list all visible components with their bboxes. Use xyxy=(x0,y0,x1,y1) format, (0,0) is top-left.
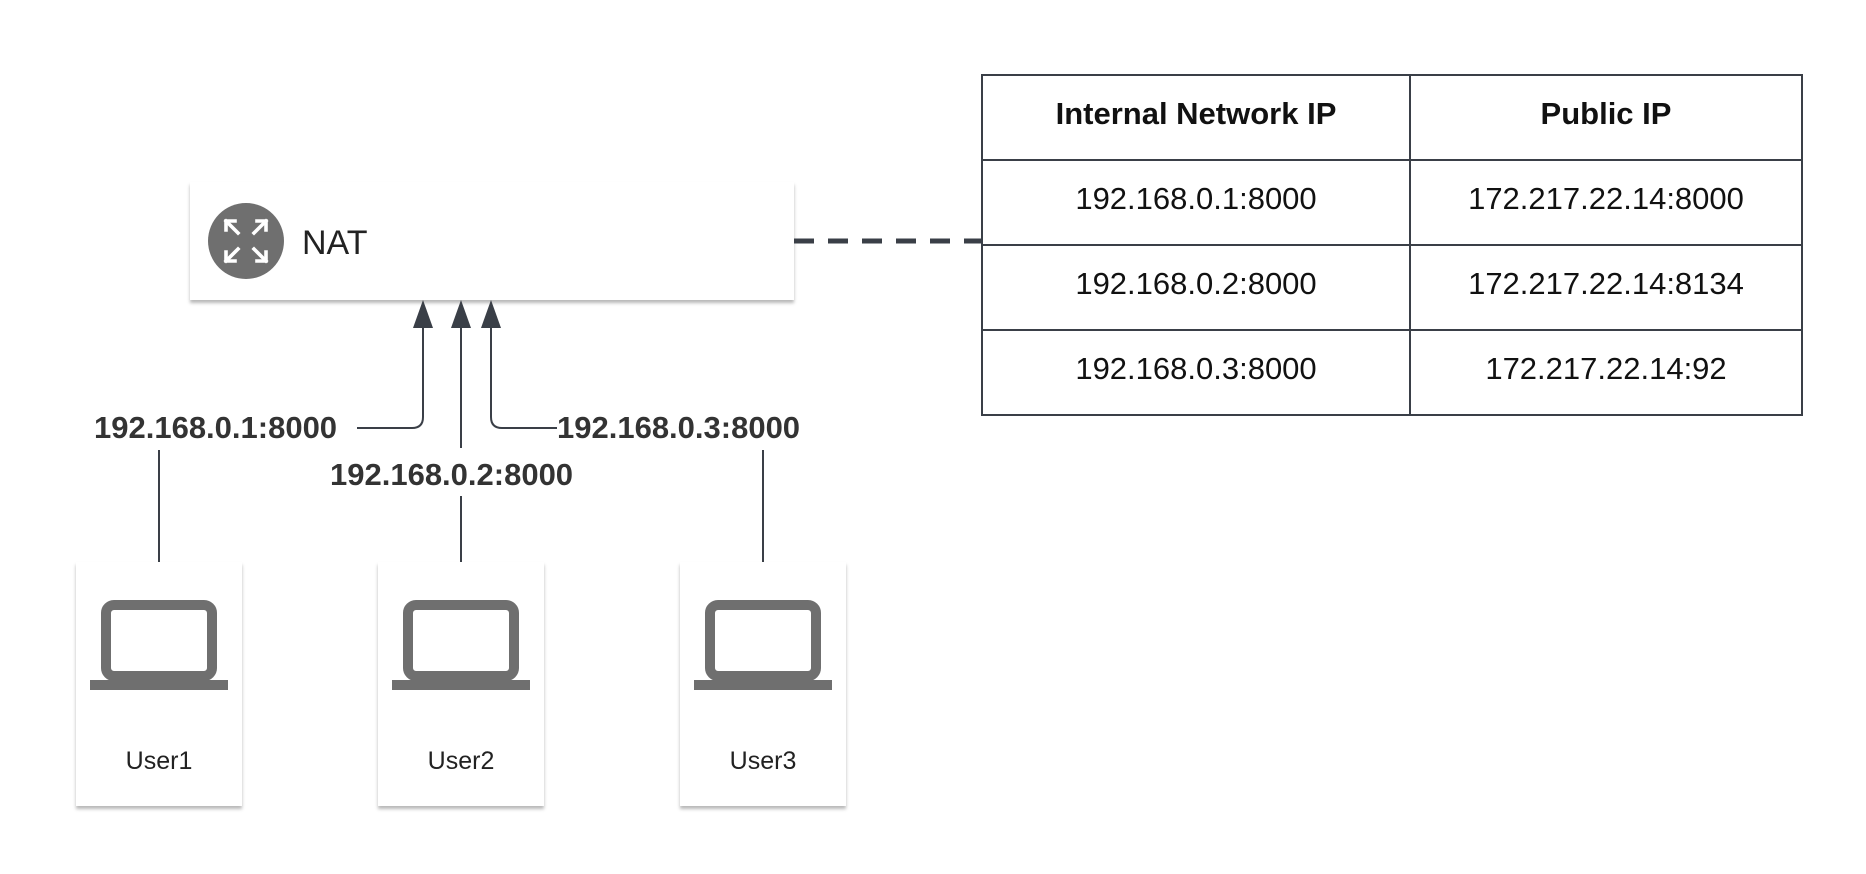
user-node-3[interactable]: User3 xyxy=(680,562,846,806)
edges xyxy=(158,300,764,562)
nat-card xyxy=(190,182,794,300)
arrow-user1 xyxy=(413,300,433,328)
edge-user1-upper xyxy=(357,320,424,429)
edge-label-user3: 192.168.0.3:8000 xyxy=(557,410,800,445)
user-label: User3 xyxy=(730,747,797,775)
user-label: User1 xyxy=(126,747,193,775)
table-cell: 192.168.0.2:8000 xyxy=(1075,266,1316,301)
edge-label-user1: 192.168.0.1:8000 xyxy=(94,410,337,445)
user-node-1[interactable]: User1 xyxy=(76,562,242,806)
laptop-icon xyxy=(694,600,832,690)
user-label: User2 xyxy=(428,747,495,775)
nat-label: NAT xyxy=(302,224,367,262)
table-cell: 192.168.0.1:8000 xyxy=(1075,181,1316,216)
table-header-public: Public IP xyxy=(1541,96,1672,131)
edge-label-user2: 192.168.0.2:8000 xyxy=(330,457,573,492)
edge-user3-upper xyxy=(490,320,557,429)
laptop-icon xyxy=(392,600,530,690)
table-header-internal: Internal Network IP xyxy=(1056,96,1337,131)
laptop-icon xyxy=(90,600,228,690)
table-cell: 192.168.0.3:8000 xyxy=(1075,351,1316,386)
user-node-2[interactable]: User2 xyxy=(378,562,544,806)
nat-node[interactable]: NAT xyxy=(190,182,794,300)
table-cell: 172.217.22.14:8134 xyxy=(1468,266,1744,301)
table-cell: 172.217.22.14:8000 xyxy=(1468,181,1744,216)
arrow-user2 xyxy=(451,300,471,328)
router-arrows-icon xyxy=(208,203,284,279)
nat-table: Internal Network IP Public IP 192.168.0.… xyxy=(981,74,1803,416)
table-cell: 172.217.22.14:92 xyxy=(1485,351,1726,386)
arrow-user3 xyxy=(481,300,501,328)
